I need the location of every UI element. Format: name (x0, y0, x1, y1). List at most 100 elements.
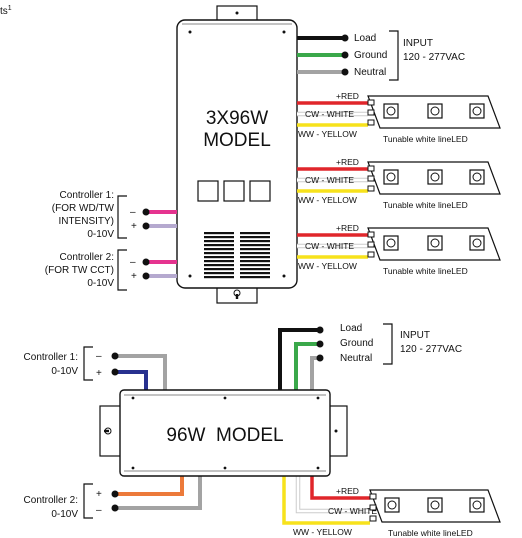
top-controller2-line3: 0-10V (87, 278, 114, 289)
bottom-controller2-line2: 0-10V (51, 509, 78, 520)
vent-slot (204, 256, 234, 259)
top-model-title-2: MODEL (203, 130, 271, 151)
bottom-input-voltage: 120 - 277VAC (400, 344, 462, 355)
red-label: +RED (336, 157, 359, 167)
top-controllers: – + Controller 1: (FOR WD/TW INTENSITY) … (45, 190, 177, 291)
vent-slot (204, 236, 234, 239)
bottom-driver-body (119, 389, 331, 477)
top-c2-minus: – (130, 257, 136, 268)
vent-slot (240, 244, 270, 247)
led-chip (427, 497, 443, 513)
bottom-label-neutral: Neutral (340, 353, 372, 364)
bottom-controller2-line1: Controller 2: (24, 495, 78, 506)
vent-slot (240, 240, 270, 243)
vent-slot (204, 252, 234, 255)
top-c1-minus: – (130, 207, 136, 218)
top-label-load: Load (354, 33, 376, 44)
red-label: +RED (336, 486, 359, 496)
led-label: Tunable white lineLED (383, 134, 468, 144)
indicator-square (249, 180, 271, 202)
top-channel-2: +RED CW - WHITE WW - YELLOW Tunable whit… (297, 157, 501, 210)
top-controller1-line3: INTENSITY) (58, 216, 114, 227)
vent-slot (204, 272, 234, 275)
top-c1-plus: + (131, 221, 137, 232)
bottom-output-wires: +RED CW - WHITE WW - YELLOW Tunable whit… (282, 474, 501, 538)
led-chip (383, 235, 399, 251)
vent-slot (204, 276, 234, 279)
bottom-c1-minus: – (96, 351, 102, 362)
bottom-model-driver: 96W MODEL (99, 389, 348, 477)
top-c2-plus: + (131, 271, 137, 282)
bottom-model-title: 96W MODEL (166, 425, 283, 446)
top-driver-body (176, 19, 298, 289)
led-chip (427, 235, 443, 251)
ww-label: WW - YELLOW (293, 527, 352, 537)
vent-slot (240, 236, 270, 239)
top-controller2-line1: Controller 2: (60, 252, 114, 263)
vent-slot (240, 252, 270, 255)
bottom-controller1-line2: 0-10V (51, 366, 78, 377)
vent-slot (204, 264, 234, 267)
led-chip (469, 235, 485, 251)
led-chip (384, 497, 400, 513)
bottom-controller-wires: – + Controller 1: 0-10V + – Controller 2… (24, 346, 202, 520)
led-chip (469, 497, 485, 513)
vent-slot (240, 276, 270, 279)
indicator-square (197, 180, 219, 202)
led-chip (383, 103, 399, 119)
led-chip (469, 169, 485, 185)
vent-slot (240, 264, 270, 267)
led-chip (383, 169, 399, 185)
led-label: Tunable white lineLED (383, 266, 468, 276)
bottom-c2-plus: + (96, 489, 102, 500)
cw-label: CW - WHITE (305, 109, 354, 119)
indicator-square (223, 180, 245, 202)
top-controller2-line2: (FOR TW CCT) (45, 265, 114, 276)
top-input-title: INPUT (403, 38, 433, 49)
top-label-neutral: Neutral (354, 67, 386, 78)
vent-slot (240, 268, 270, 271)
bottom-controller1-line1: Controller 1: (24, 352, 78, 363)
vent-slot (240, 248, 270, 251)
ww-label: WW - YELLOW (298, 129, 357, 139)
top-output-channels: +RED CW - WHITE WW - YELLOW Tunable whit… (297, 91, 501, 276)
led-chip (427, 169, 443, 185)
top-input-wires: Load Ground Neutral INPUT 120 - 277VAC (297, 30, 465, 81)
vent-slot (240, 272, 270, 275)
bottom-c1-plus: + (96, 368, 102, 379)
top-controller1-line4: 0-10V (87, 229, 114, 240)
top-controller1-line2: (FOR WD/TW (52, 203, 115, 214)
led-chip (469, 103, 485, 119)
vent-slot (204, 260, 234, 263)
top-input-voltage: 120 - 277VAC (403, 52, 465, 63)
corner-text: ts1 (0, 5, 12, 17)
vent-slot (204, 244, 234, 247)
vent-grille-left (204, 232, 234, 279)
vent-slot (204, 240, 234, 243)
top-model-title-1: 3X96W (206, 108, 268, 129)
ww-label: WW - YELLOW (298, 195, 357, 205)
top-model-driver: 3X96W MODEL (176, 5, 298, 304)
bottom-label-load: Load (340, 323, 362, 334)
led-chip (427, 103, 443, 119)
led-label: Tunable white lineLED (383, 200, 468, 210)
cw-label: CW - WHITE (305, 175, 354, 185)
red-label: +RED (336, 91, 359, 101)
top-channel-3: +RED CW - WHITE WW - YELLOW Tunable whit… (297, 223, 501, 276)
top-channel-1: +RED CW - WHITE WW - YELLOW Tunable whit… (297, 91, 501, 144)
vent-slot (204, 248, 234, 251)
vent-slot (240, 232, 270, 235)
top-controller1-line1: Controller 1: (60, 190, 114, 201)
ww-label: WW - YELLOW (298, 261, 357, 271)
vent-slot (240, 260, 270, 263)
top-label-ground: Ground (354, 50, 387, 61)
vent-slot (204, 232, 234, 235)
cw-label: CW - WHITE (328, 506, 377, 516)
vent-slot (240, 256, 270, 259)
bottom-label-ground: Ground (340, 338, 373, 349)
led-label: Tunable white lineLED (388, 528, 473, 538)
cw-label: CW - WHITE (305, 241, 354, 251)
bottom-input-title: INPUT (400, 330, 430, 341)
vent-grille-right (240, 232, 270, 279)
red-label: +RED (336, 223, 359, 233)
